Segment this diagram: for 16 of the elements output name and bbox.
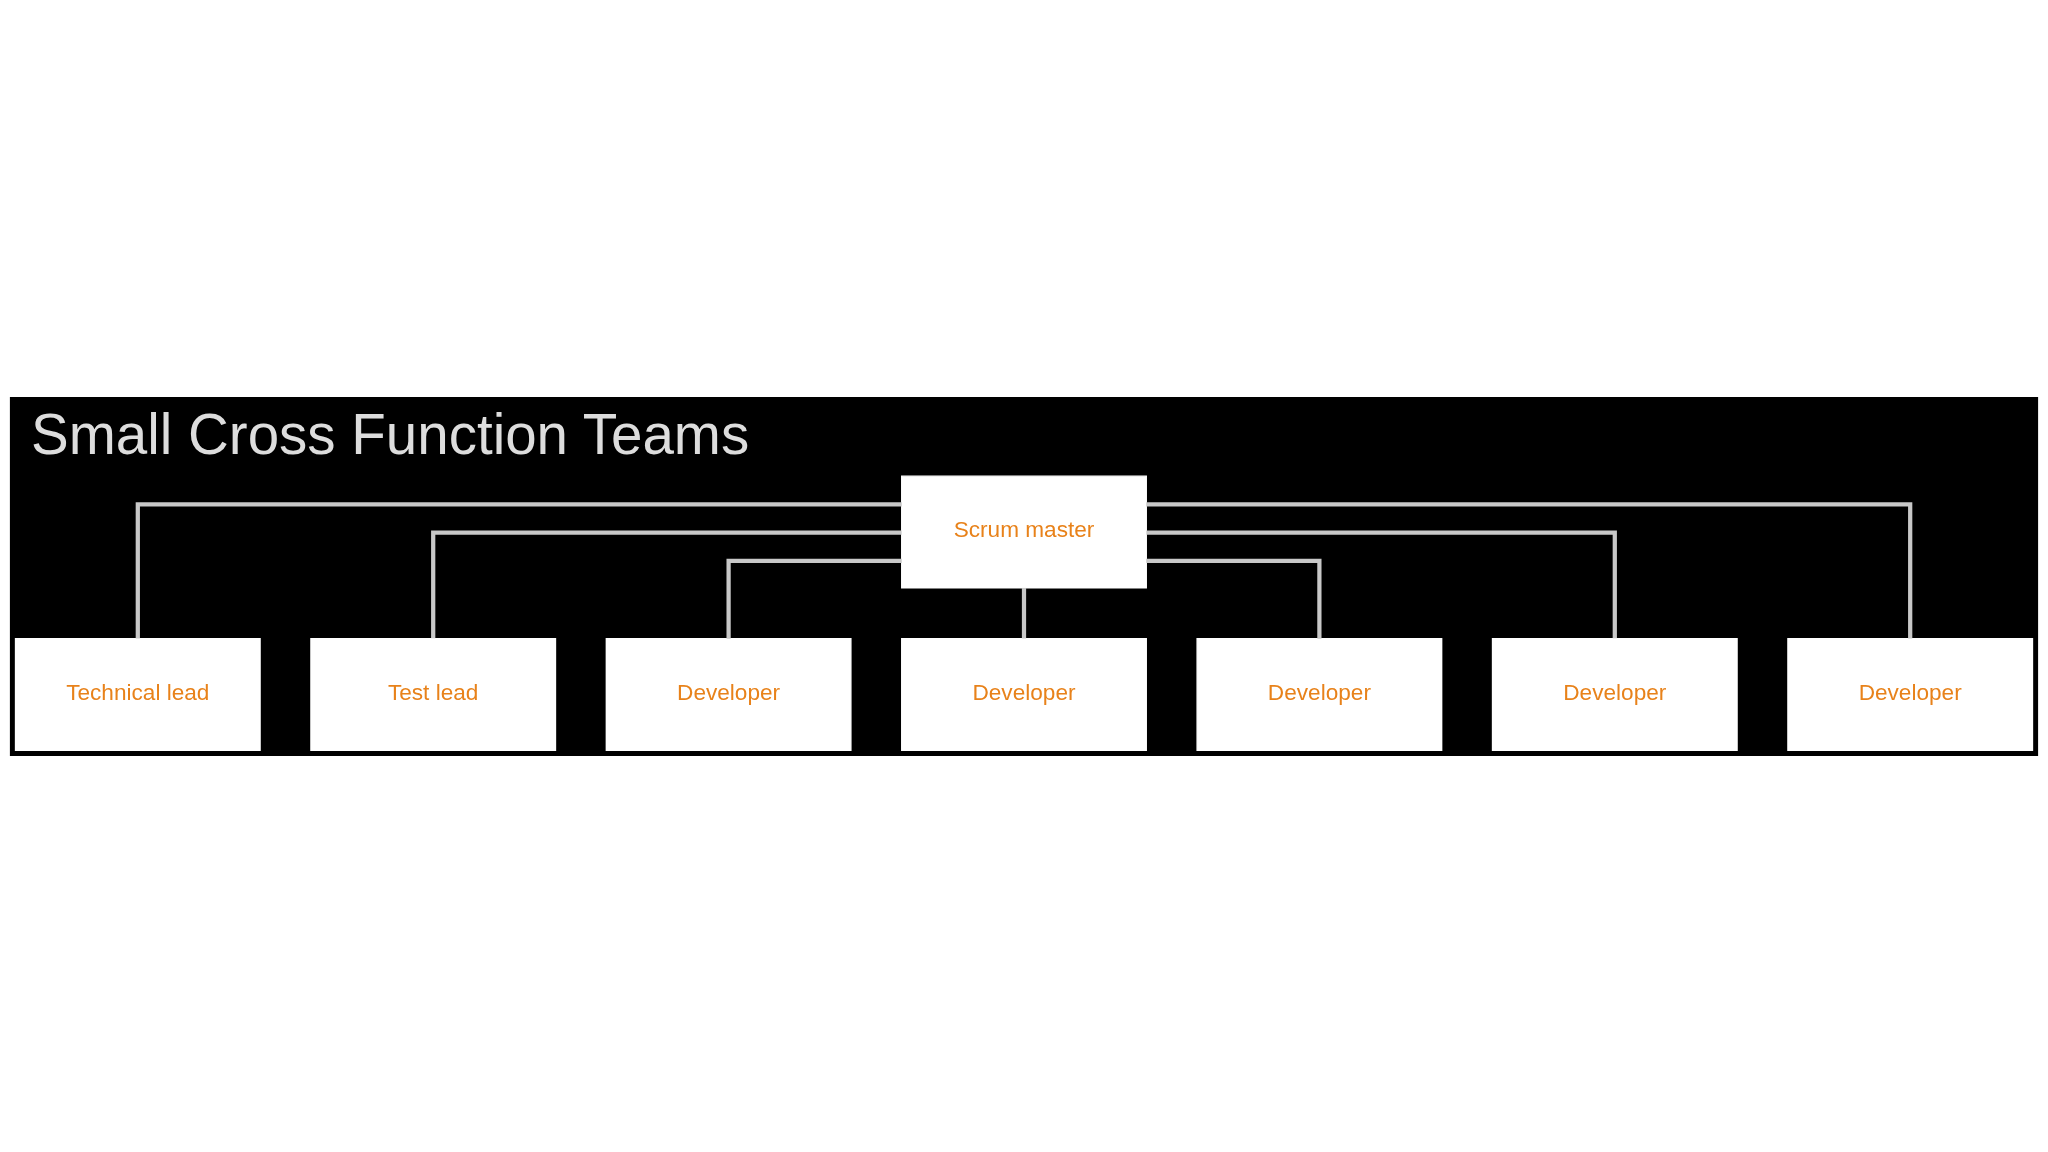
node-box: Technical lead bbox=[14, 637, 261, 751]
connector bbox=[431, 530, 902, 638]
connector bbox=[1021, 587, 1027, 638]
node-box: Developer bbox=[1196, 637, 1443, 751]
diagram-title: Small Cross Function Teams bbox=[30, 402, 750, 466]
node-box: Developer bbox=[605, 637, 852, 751]
node-box: Developer bbox=[1491, 637, 1738, 751]
connector bbox=[1146, 558, 1322, 639]
connector bbox=[726, 558, 902, 639]
node-box: Test lead bbox=[310, 637, 557, 751]
node-box: Scrum master bbox=[901, 474, 1147, 588]
node-box: Developer bbox=[901, 637, 1147, 751]
connector bbox=[1146, 530, 1617, 638]
connector bbox=[135, 501, 902, 638]
connector bbox=[1146, 501, 1913, 638]
node-box: Developer bbox=[1787, 637, 2034, 751]
